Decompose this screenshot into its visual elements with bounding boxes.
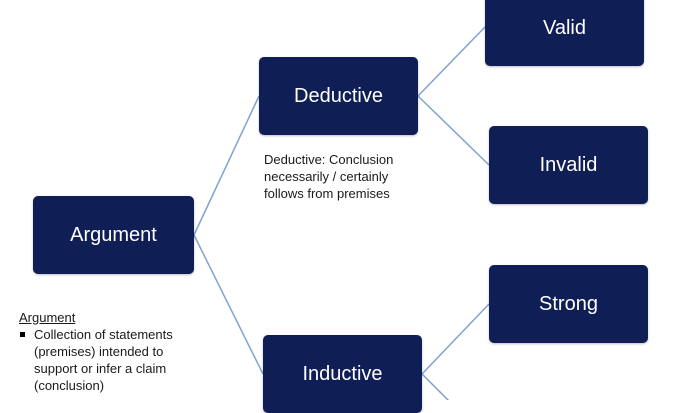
argument-node: Argument <box>33 196 194 274</box>
connector-inductive-lower <box>421 373 450 400</box>
valid-node-label: Valid <box>543 16 586 39</box>
argument-note-heading: Argument <box>19 310 76 325</box>
deductive-node-label: Deductive <box>294 84 383 107</box>
inductive-node-label: Inductive <box>302 362 383 385</box>
argument-note-list: Collection of statements (premises) inte… <box>19 326 194 394</box>
connector-argument-deductive <box>193 95 260 236</box>
invalid-node-label: Invalid <box>539 153 598 176</box>
connector-inductive-strong <box>421 303 490 375</box>
strong-node-label: Strong <box>539 292 598 315</box>
argument-node-label: Argument <box>70 223 157 246</box>
argument-definition-note: Argument Collection of statements (premi… <box>19 309 194 394</box>
bullet-icon <box>20 332 25 337</box>
connector-deductive-valid <box>417 26 486 97</box>
strong-node: Strong <box>489 265 648 343</box>
connector-deductive-invalid <box>417 95 490 166</box>
deductive-definition-note: Deductive: Conclusion necessarily / cert… <box>264 152 394 201</box>
invalid-node: Invalid <box>489 126 648 204</box>
deductive-node: Deductive <box>259 57 418 135</box>
argument-note-item: Collection of statements (premises) inte… <box>19 326 194 394</box>
connector-layer <box>193 26 490 400</box>
inductive-node: Inductive <box>263 335 422 413</box>
argument-note-item-text: Collection of statements (premises) inte… <box>34 327 173 393</box>
connector-argument-inductive <box>193 234 264 375</box>
valid-node: Valid <box>485 0 644 66</box>
